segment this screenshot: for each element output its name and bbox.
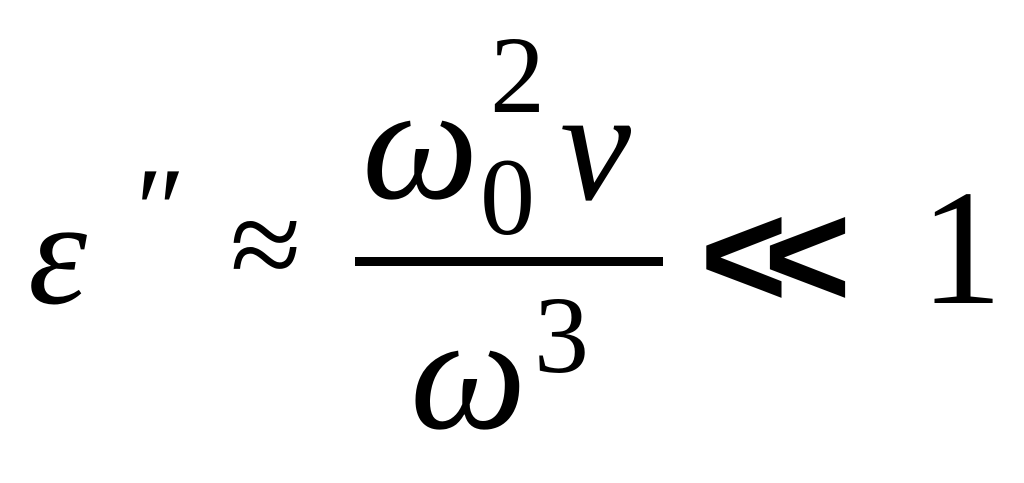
epsilon-symbol: ε bbox=[28, 170, 88, 336]
nu-symbol: ν bbox=[560, 56, 632, 234]
double-prime-symbol: ″ bbox=[128, 143, 178, 276]
numerator-subscript: 0 bbox=[480, 136, 535, 258]
much-less-than-symbol: << bbox=[700, 171, 851, 339]
numerator-omega: ω bbox=[362, 51, 479, 234]
denominator-superscript: 3 bbox=[534, 274, 589, 396]
approx-symbol: ≈ bbox=[230, 173, 302, 317]
fraction-bar bbox=[355, 257, 663, 266]
numerator-superscript: 2 bbox=[490, 14, 545, 136]
denominator-omega: ω bbox=[410, 281, 527, 464]
rhs-one: 1 bbox=[920, 156, 1003, 339]
